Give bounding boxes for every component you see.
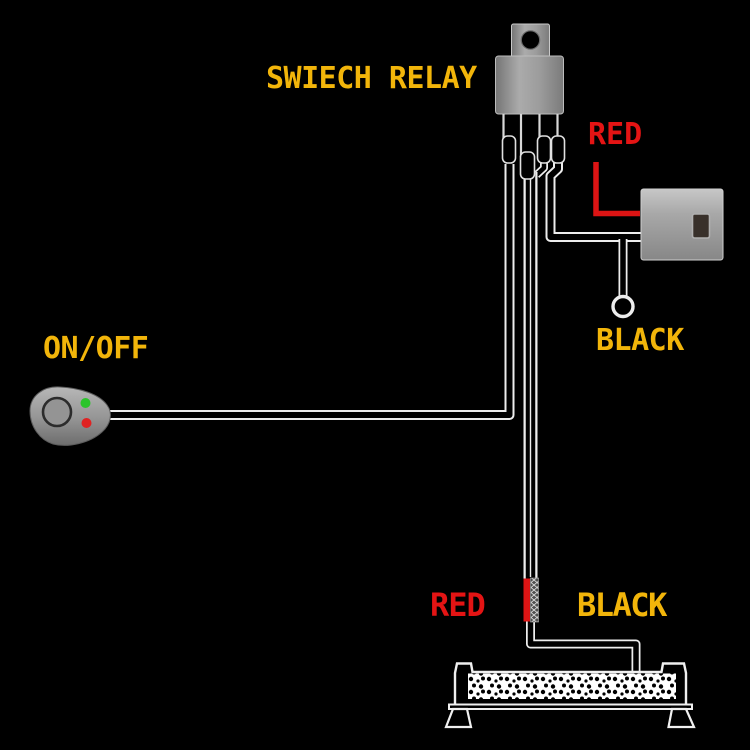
red-led-icon [81,418,92,428]
red-power-wire [593,162,640,217]
power-connector-box [640,188,724,261]
lightbar-base [448,703,693,710]
switch-label: ON/OFF [43,331,149,366]
switch-trigger-wire [110,164,515,420]
relay-body [495,55,564,115]
lightbar-negative-label: BLACK [577,586,667,624]
lightbar-left-foot [444,707,473,729]
relay-crimp-connectors [501,135,566,180]
battery-positive-label: RED [588,117,643,152]
lightbar-right-foot [667,707,696,729]
lightbar-wire-bundle [523,162,548,580]
lightbar-positive-label: RED [430,586,486,624]
ring-terminal-icon [611,294,635,319]
connector-slot-icon [691,213,711,239]
relay-mounting-hole-icon [520,30,541,50]
red-wire-marker [523,578,530,622]
switch-relay [495,23,566,180]
on-off-switch [29,386,111,446]
braided-wire-marker [530,577,539,623]
led-light-bar [444,662,696,729]
ground-wire [545,162,641,319]
lightbar-feed-wire [526,620,641,676]
switch-button [41,396,73,428]
battery-ground-label: BLACK [596,323,684,358]
lightbar-led-lens [468,673,676,699]
relay-label: SWIECH RELAY [266,61,477,96]
green-led-icon [80,398,91,408]
